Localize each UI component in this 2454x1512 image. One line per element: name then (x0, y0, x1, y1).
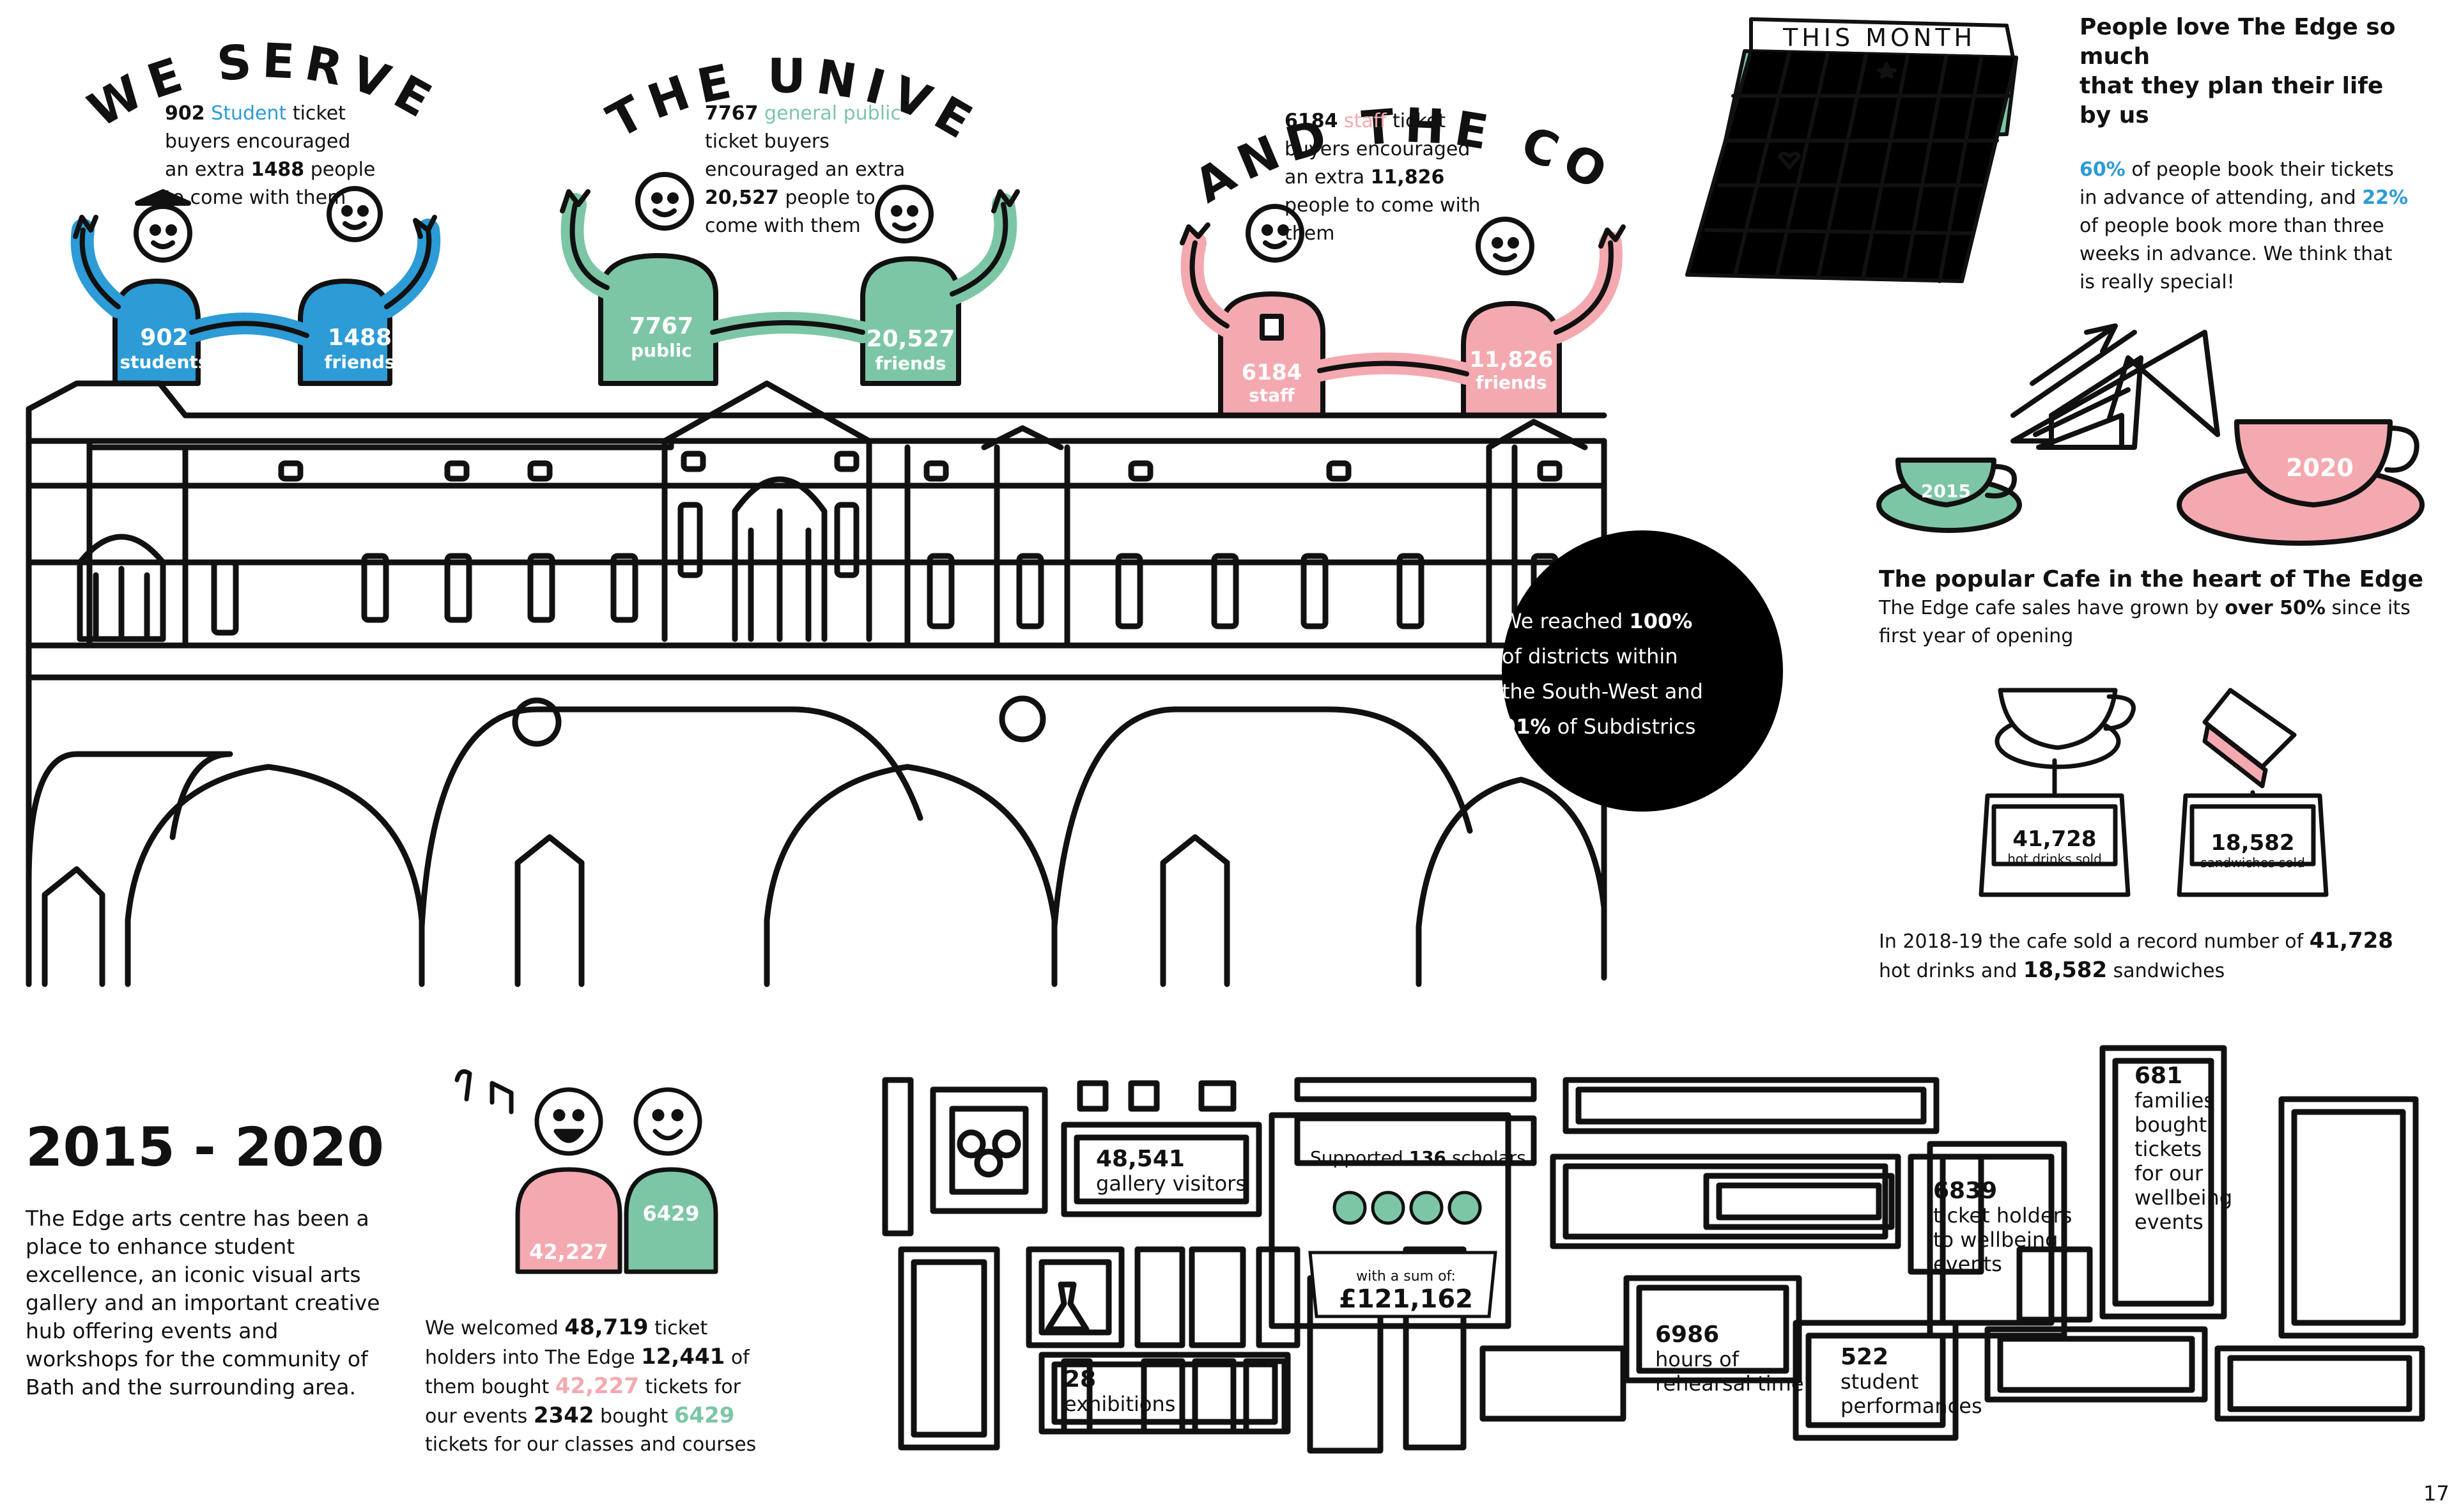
cafe-block: The popular Cafe in the heart of The Edg… (1879, 565, 2428, 651)
student-performances: 522 student performances (1840, 1344, 1982, 1419)
sandwiches-plaque: 18,582 sandwiches sold (2200, 830, 2305, 870)
students-text: 902 Student ticket buyers encouraged an … (165, 102, 376, 209)
bridge-illustration (26, 380, 1607, 987)
calendar-heading-2: that they plan their life by us (2080, 73, 2384, 128)
public-text: 7767 general public ticket buyers encour… (705, 102, 906, 237)
scholars-label: Supported 136 scholars (1310, 1147, 1526, 1168)
public-figure (560, 172, 718, 386)
public-who: general public (764, 102, 901, 125)
reach-circle (1502, 530, 1783, 812)
drinks-plaque: 41,728 hot drinks sold (2007, 826, 2102, 867)
scholar-faces (1308, 1191, 1497, 1318)
exhibitions-count: 28 exhibitions (1064, 1366, 1176, 1417)
gallery-visitors: 48,541 gallery visitors (1096, 1146, 1246, 1196)
tickets-paragraph: We welcomed 48,719 ticket holders into T… (425, 1315, 757, 1456)
scholars-sum: with a sum of: £121,162 (1338, 1269, 1474, 1314)
calendar-block: People love The Edge so much that they p… (2080, 13, 2412, 297)
singing-figures (454, 1069, 718, 1274)
cafe-heading: The popular Cafe in the heart of The Edg… (1879, 566, 2424, 592)
wellbeing-families: 681 families bought tickets for our well… (2134, 1063, 2233, 1235)
tag-staff-friends: 11,826 friends (1469, 347, 1554, 393)
tag-events-tickets: 42,227 (529, 1240, 608, 1264)
years-heading: 2015 - 2020 (26, 1116, 384, 1178)
public-extra: 20,527 (705, 187, 779, 209)
trophy-illustration (1979, 688, 2329, 897)
cafe-paragraph: The Edge cafe sales have grown by over 5… (1879, 597, 2411, 647)
staff-figure (1180, 204, 1325, 418)
students-count: 902 (165, 102, 205, 125)
staff-who: staff (1344, 110, 1387, 132)
tag-students: 902 students (120, 325, 209, 373)
wellbeing-tickets: 6839 ticket holders to wellbeing events (1933, 1178, 2072, 1277)
calendar-paragraph: 60% of people book their tickets in adva… (2080, 158, 2409, 293)
rehearsal-hours: 6986 hours of rehearsal time (1655, 1322, 1804, 1396)
cafe-illustration (1876, 323, 2425, 546)
page-number: 17 (2423, 1481, 2450, 1506)
calendar-illustration (1685, 17, 2018, 283)
public-friend-figure (702, 185, 1020, 386)
students-who: Student (211, 102, 287, 125)
gallery-wall (882, 1045, 2425, 1454)
student-figure (70, 189, 201, 386)
staff-count: 6184 (1285, 110, 1338, 132)
tag-public: 7767 public (629, 313, 694, 361)
student-friend-figure (181, 186, 441, 386)
intro-paragraph: The Edge arts centre has been a place to… (26, 1206, 380, 1400)
tag-staff: 6184 staff (1241, 360, 1302, 406)
staff-extra: 11,826 (1370, 166, 1445, 189)
cup-2020-label: 2020 (2286, 454, 2354, 482)
staff-friend-figure (1309, 217, 1626, 418)
tag-students-friends: 1488 friends (324, 325, 396, 373)
tag-public-friends: 20,527 friends (866, 326, 955, 374)
reach-text: We reached 100% of districts within the … (1502, 609, 1703, 739)
staff-text: 6184 staff ticket buyers encouraged an e… (1285, 110, 1481, 245)
calendar-heading-1: People love The Edge so much (2080, 14, 2396, 70)
tag-class-tickets: 6429 (642, 1201, 700, 1226)
cafe-record: In 2018-19 the cafe sold a record number… (1879, 928, 2393, 983)
students-extra: 1488 (251, 158, 305, 181)
cup-2015-label: 2015 (1921, 481, 1971, 502)
calendar-title: THIS MONTH (1782, 24, 1976, 52)
public-count: 7767 (705, 102, 759, 125)
